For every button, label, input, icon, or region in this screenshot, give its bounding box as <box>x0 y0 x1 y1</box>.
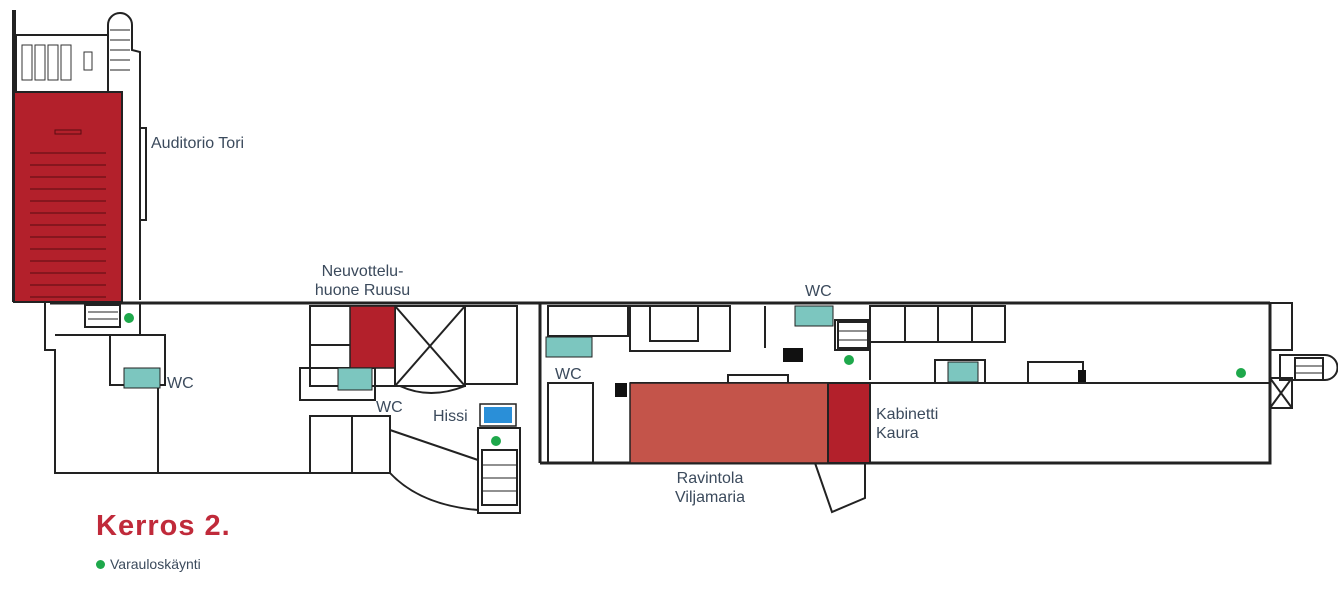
wc-area <box>947 361 979 383</box>
wc-area <box>123 367 161 389</box>
restaurant-label-line1: Ravintola <box>676 470 744 487</box>
emergency-exit-marker <box>844 355 854 365</box>
auditorium-label: Auditorio Tori <box>151 135 245 152</box>
restaurant-area <box>629 382 829 464</box>
floor-title: Kerros 2. <box>96 510 231 542</box>
meeting-room-ruusu-area <box>349 305 396 369</box>
wc-area <box>545 336 593 358</box>
emergency-exit-marker <box>1236 368 1246 378</box>
cabinet-label-line1: Kabinetti <box>876 406 939 423</box>
cabinet-label-line2: Kaura <box>876 425 919 442</box>
meeting-room-label-line1: Neuvottelu- <box>321 263 404 280</box>
emergency-exit-marker <box>124 313 134 323</box>
legend-emergency-exit-label: Varauloskäynti <box>110 556 201 572</box>
restaurant-label: Ravintola Viljamaria <box>660 469 760 507</box>
wc-label: WC <box>555 366 582 383</box>
meeting-room-label-line2: huone Ruusu <box>314 282 411 299</box>
legend: Varauloskäynti <box>96 556 201 572</box>
wc-label: WC <box>805 283 832 300</box>
cabinet-area <box>827 382 871 464</box>
emergency-exit-icon <box>96 559 105 569</box>
cabinet-label: Kabinetti Kaura <box>876 405 938 443</box>
wc-label: WC <box>167 375 194 392</box>
emergency-exit-marker <box>491 436 501 446</box>
wc-area <box>794 305 834 327</box>
wc-area <box>337 367 373 391</box>
meeting-room-label: Neuvottelu- huone Ruusu <box>305 262 420 300</box>
elevator-label: Hissi <box>433 408 468 425</box>
auditorium-area <box>13 91 123 303</box>
restaurant-label-line2: Viljamaria <box>675 489 745 506</box>
wc-label: WC <box>376 399 403 416</box>
